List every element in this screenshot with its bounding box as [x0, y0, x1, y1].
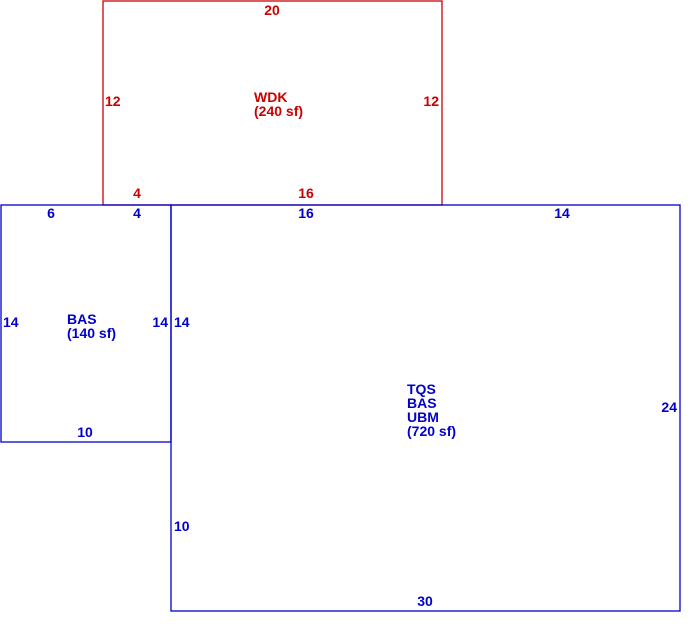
dim-main-top-right: 14 — [554, 205, 570, 221]
dim-wdk-right: 12 — [423, 93, 439, 109]
dim-main-top-left: 16 — [298, 205, 314, 221]
main-code-2: BAS — [407, 395, 437, 411]
dim-bas-right: 14 — [152, 314, 168, 330]
main-code-1: TQS — [407, 381, 436, 397]
main-outline — [170, 204, 681, 612]
dim-main-left-upper: 14 — [174, 314, 190, 330]
dim-bas-top-left: 6 — [47, 205, 55, 221]
main-area: (720 sf) — [407, 423, 456, 439]
dim-main-bottom: 30 — [417, 593, 433, 609]
dim-bas-bottom: 10 — [77, 424, 93, 440]
main-code-3: UBM — [407, 409, 439, 425]
wdk-area: (240 sf) — [254, 103, 303, 119]
wdk-code: WDK — [254, 89, 287, 105]
dim-wdk-top: 20 — [264, 2, 280, 18]
dim-bas-left: 14 — [3, 314, 19, 330]
dim-main-right: 24 — [661, 399, 677, 415]
bas-area: (140 sf) — [67, 325, 116, 341]
bas-code: BAS — [67, 311, 97, 327]
dim-wdk-bottom-right: 16 — [298, 185, 314, 201]
dim-wdk-bottom-left: 4 — [133, 185, 141, 201]
dim-wdk-left: 12 — [105, 93, 121, 109]
dim-main-left-lower: 10 — [174, 518, 190, 534]
dim-bas-top-right: 4 — [133, 205, 141, 221]
